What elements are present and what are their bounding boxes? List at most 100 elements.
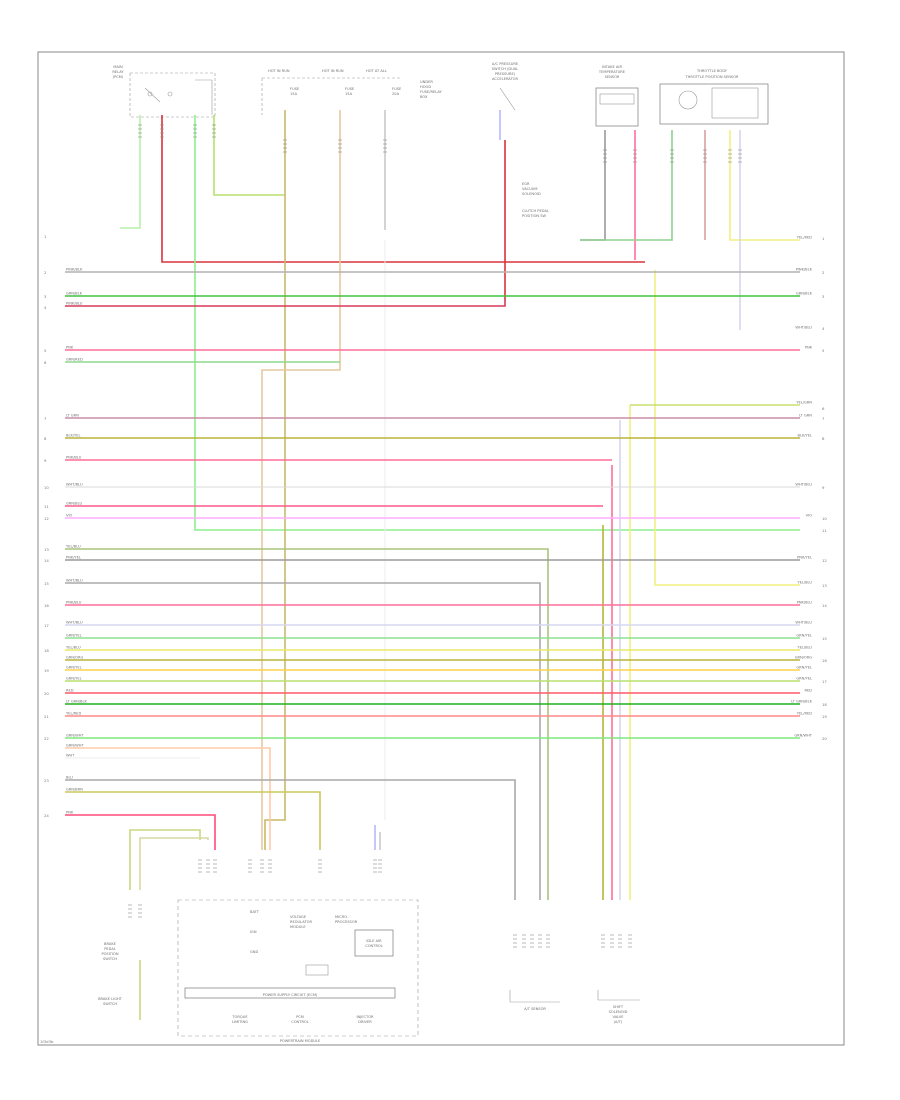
wire-code-label: PNK — [66, 811, 74, 815]
wire-code-label: PNK/BLU — [66, 456, 82, 460]
svg-text:THROTTLE BODY: THROTTLE BODY — [696, 69, 728, 73]
pcm-shift: SHIFT SOLENOID VALVE (A/T) — [597, 990, 640, 1024]
egr-vacuum-solenoid: A/C PRESSURE SWITCH (DUAL PRESSURE) ACCE… — [492, 62, 549, 218]
svg-text:POSITION: POSITION — [101, 952, 118, 956]
wire-code-label: PINK/BLU — [66, 302, 83, 306]
svg-text:16: 16 — [822, 658, 827, 663]
svg-text:TORQUE: TORQUE — [231, 1015, 248, 1019]
svg-text:14: 14 — [822, 603, 827, 608]
svg-text:BATT: BATT — [250, 910, 260, 914]
wire-code-label: WHT/BLU — [795, 326, 812, 330]
svg-text:19: 19 — [44, 668, 49, 673]
svg-text:19: 19 — [822, 714, 827, 719]
wire-code-label: GRN/WHT — [794, 734, 812, 738]
ground-left: BRAKE PEDAL POSITION SWITCH BRAKE LIGHT … — [98, 942, 141, 1020]
svg-text:PRESSURE): PRESSURE) — [495, 72, 516, 76]
svg-text:4: 4 — [44, 305, 47, 310]
svg-text:VACUUM: VACUUM — [522, 187, 538, 191]
wire-code-label: VIO — [66, 514, 73, 518]
svg-text:VALVE: VALVE — [612, 1015, 624, 1019]
svg-text:REGULATOR: REGULATOR — [290, 920, 312, 924]
wire-code-label: GRN/YEL — [796, 666, 812, 670]
wire-code-label: GRN/BRN — [66, 788, 83, 792]
module-title: POWERTRAIN MODULE — [280, 1039, 321, 1043]
wire-code-label: GRN/BLK — [66, 292, 83, 296]
svg-text:FUSE: FUSE — [392, 87, 402, 91]
svg-text:SWITCH (DUAL: SWITCH (DUAL — [492, 67, 519, 71]
svg-text:INJECTOR: INJECTOR — [356, 1015, 374, 1019]
svg-text:5: 5 — [44, 348, 47, 353]
wire-code-label: WHT/BLU — [66, 621, 83, 625]
wire-code-label: YEL/GRN — [796, 401, 812, 405]
wire-harness — [65, 110, 800, 900]
wire-code-label: GRN/YEL — [796, 677, 812, 681]
wire-code-label: LT GRN/BLK — [791, 700, 812, 704]
svg-text:20: 20 — [44, 691, 49, 696]
svg-text:PEDAL: PEDAL — [104, 947, 116, 951]
wire-code-label: GRN/ORG — [795, 656, 813, 660]
svg-text:DRIVER: DRIVER — [358, 1020, 372, 1024]
svg-text:15: 15 — [822, 636, 827, 641]
svg-text:CLUTCH PEDAL: CLUTCH PEDAL — [522, 209, 549, 213]
at-sensor: A/T SENSOR — [509, 990, 560, 1011]
svg-text:VOLTAGE: VOLTAGE — [290, 915, 307, 919]
svg-text:2: 2 — [822, 270, 825, 275]
svg-text:9: 9 — [44, 458, 47, 463]
svg-text:IGN: IGN — [250, 930, 257, 934]
wire-code-label: GRN/WHT — [66, 744, 84, 748]
wire-code-label: BLU — [66, 776, 73, 780]
svg-text:MICRO-: MICRO- — [335, 915, 349, 919]
svg-text:24: 24 — [44, 813, 49, 818]
svg-text:1: 1 — [44, 234, 47, 239]
main-relay: MAIN RELAY (PCM) — [112, 65, 216, 118]
svg-text:21: 21 — [44, 714, 49, 719]
wire-code-label: GRN/YEL — [66, 677, 82, 681]
svg-text:SWITCH: SWITCH — [103, 957, 117, 961]
svg-text:BOX: BOX — [420, 95, 428, 99]
svg-text:BRAKE: BRAKE — [104, 942, 117, 946]
wire-code-label: GRN/YEL — [66, 666, 82, 670]
wire-code-label: YEL/BLU — [797, 581, 812, 585]
wire-code-label: PINK/BLK — [796, 268, 813, 272]
wire-code-label: GRN/YEL — [66, 634, 82, 638]
svg-text:TEMPERATURE: TEMPERATURE — [598, 70, 626, 74]
wire-code-label: GRN/BLK — [796, 292, 813, 296]
svg-text:5: 5 — [822, 348, 825, 353]
svg-text:PCM: PCM — [296, 1015, 304, 1019]
wire-code-label: PNK/YEL — [797, 556, 812, 560]
svg-text:IDLE AIR: IDLE AIR — [366, 939, 382, 943]
svg-text:SWITCH: SWITCH — [103, 1002, 117, 1006]
throttle-body: THROTTLE BODY THROTTLE POSITION SENSOR — [659, 69, 769, 125]
wire-code-label: GRN/ORG — [66, 656, 84, 660]
svg-text:MODULE: MODULE — [290, 925, 306, 929]
wire-code-label: WHT/BLU — [795, 621, 812, 625]
svg-text:17: 17 — [44, 623, 49, 628]
svg-text:18: 18 — [44, 648, 49, 653]
svg-text:18: 18 — [822, 702, 827, 707]
svg-text:BRAKE LIGHT: BRAKE LIGHT — [98, 997, 123, 1001]
svg-text:SOLENOID: SOLENOID — [522, 192, 541, 196]
connectors — [128, 124, 742, 948]
svg-text:GND: GND — [250, 950, 258, 954]
svg-text:MAIN: MAIN — [113, 65, 123, 69]
svg-text:(PCM): (PCM) — [113, 75, 124, 79]
wire-code-label: GRN/BLU — [66, 502, 82, 506]
wire-code-label: YEL/BLU — [797, 646, 812, 650]
svg-text:9: 9 — [822, 485, 825, 490]
wire-code-label: PINK/BLK — [66, 268, 83, 272]
svg-text:15: 15 — [44, 581, 49, 586]
svg-text:FUSE/RELAY: FUSE/RELAY — [420, 90, 442, 94]
svg-text:13: 13 — [44, 547, 49, 552]
row-numbers-right: 1 2 3 4 5 6 7 8 9 10 11 12 13 14 15 16 1… — [822, 236, 827, 741]
svg-text:HOT IN RUN: HOT IN RUN — [268, 69, 290, 73]
svg-text:SHIFT: SHIFT — [613, 1005, 624, 1009]
svg-text:6: 6 — [44, 360, 47, 365]
svg-text:INTAKE AIR: INTAKE AIR — [602, 65, 622, 69]
svg-text:(A/T): (A/T) — [614, 1020, 623, 1024]
svg-text:10: 10 — [44, 485, 49, 490]
svg-text:14: 14 — [44, 558, 49, 563]
wire-code-label: PNK/YEL — [66, 556, 81, 560]
svg-text:POSITION SW: POSITION SW — [522, 214, 547, 218]
knock-sensor: INTAKE AIR TEMPERATURE SENSOR — [595, 65, 639, 127]
